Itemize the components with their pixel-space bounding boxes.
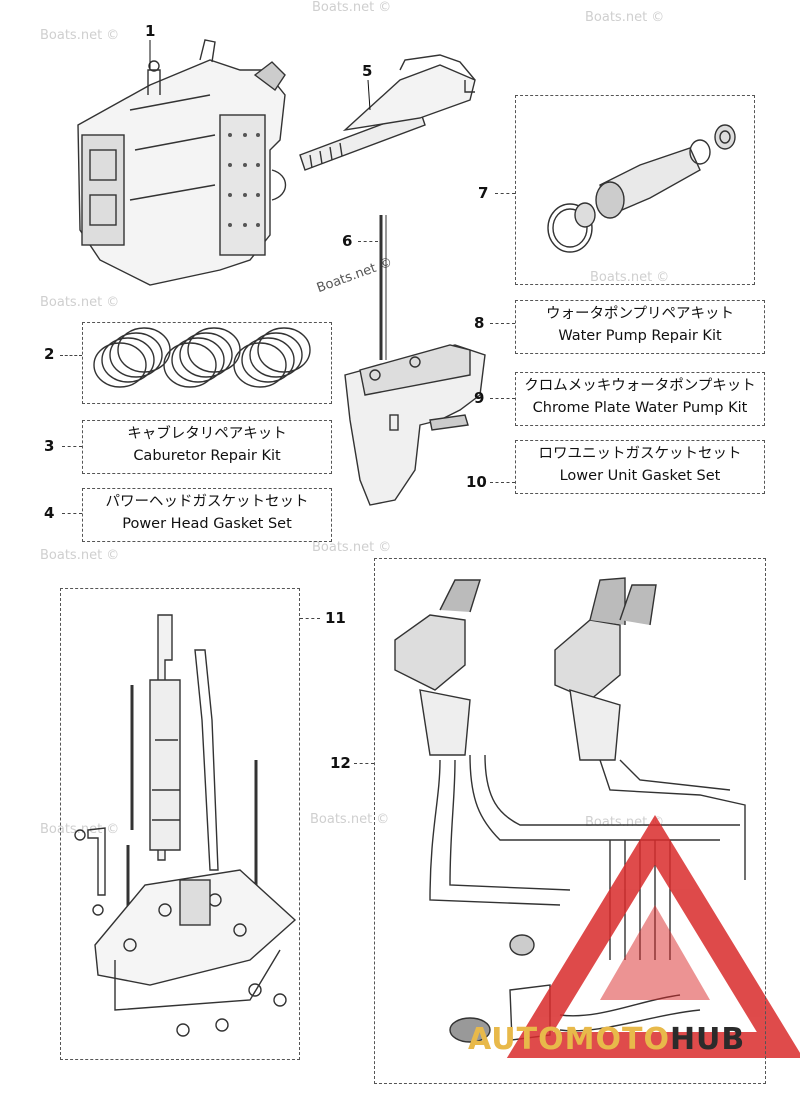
watermark: Boats.net ©: [40, 28, 120, 43]
kit-label-9-en: Chrome Plate Water Pump Kit: [532, 400, 748, 416]
logo-triangle: [506, 815, 800, 1058]
part-number-11: 11: [325, 609, 346, 627]
part-number-4: 4: [44, 504, 55, 522]
leader-6: [358, 241, 378, 242]
logo-text-hub: HUB: [669, 1022, 746, 1057]
water-pump-drawing: [547, 124, 736, 253]
part-number-3: 3: [44, 437, 55, 455]
watermark: Boats.net ©: [312, 0, 392, 15]
automotohub-logo: AUTOMOTOHUB: [468, 1022, 745, 1057]
kit-label-10-jp: ロワユニットガスケットセット: [538, 446, 742, 462]
kit-label-4-en: Power Head Gasket Set: [122, 516, 292, 532]
leader-9: [490, 398, 515, 399]
part-7-box: [515, 95, 755, 285]
shaft-housing-drawing: [299, 54, 476, 171]
watermark: Boats.net ©: [40, 548, 120, 563]
part-number-6: 6: [342, 232, 353, 250]
adapter-kit-drawing: [74, 614, 297, 1037]
leader-11: [300, 618, 320, 619]
leader-7: [495, 193, 515, 194]
leader-2: [60, 355, 82, 356]
kit-label-10: ロワユニットガスケットセット Lower Unit Gasket Set: [515, 440, 765, 494]
part-number-1: 1: [145, 22, 156, 40]
remote-control-drawing: [394, 577, 746, 1043]
kit-label-9: クロムメッキウォータポンプキット Chrome Plate Water Pump…: [515, 372, 765, 426]
kit-label-9-jp: クロムメッキウォータポンプキット: [524, 378, 756, 394]
part-11-box: [60, 588, 300, 1060]
part-number-10: 10: [466, 473, 487, 491]
watermark: Boats.net ©: [585, 10, 665, 25]
leader-3: [62, 446, 82, 447]
kit-label-4: パワーヘッドガスケットセット Power Head Gasket Set: [82, 488, 332, 542]
power-head-drawing: [77, 39, 287, 286]
leader-4: [62, 513, 82, 514]
part-number-12: 12: [330, 754, 351, 772]
kit-label-3: キャブレタリペアキット Caburetor Repair Kit: [82, 420, 332, 474]
drive-shaft-drawing: [379, 215, 387, 360]
kit-label-8: ウォータポンプリペアキット Water Pump Repair Kit: [515, 300, 765, 354]
kit-label-10-en: Lower Unit Gasket Set: [559, 468, 721, 484]
part-number-8: 8: [474, 314, 485, 332]
watermark: Boats.net ©: [585, 815, 665, 830]
leader-10: [490, 482, 515, 483]
kit-label-3-en: Caburetor Repair Kit: [133, 448, 281, 464]
piston-rings-drawing: [93, 327, 311, 388]
part-12-box: [374, 558, 766, 1084]
watermark: Boats.net ©: [40, 295, 120, 310]
kit-label-3-jp: キャブレタリペアキット: [127, 426, 287, 442]
part-2-box: [82, 322, 332, 404]
lower-unit-drawing: [344, 344, 486, 506]
part-number-9: 9: [474, 389, 485, 407]
leader-12: [354, 763, 374, 764]
logo-text-automoto: AUTOMOTO: [468, 1022, 670, 1057]
kit-label-4-jp: パワーヘッドガスケットセット: [105, 494, 309, 510]
part-number-5: 5: [362, 62, 373, 80]
watermark: Boats.net ©: [310, 812, 390, 827]
watermark: Boats.net ©: [312, 540, 392, 555]
kit-label-8-jp: ウォータポンプリペアキット: [545, 306, 735, 322]
part-number-2: 2: [44, 345, 55, 363]
watermark: Boats.net ©: [590, 270, 670, 285]
kit-label-8-en: Water Pump Repair Kit: [558, 328, 722, 344]
leader-8: [490, 323, 515, 324]
part-number-7: 7: [478, 184, 489, 202]
